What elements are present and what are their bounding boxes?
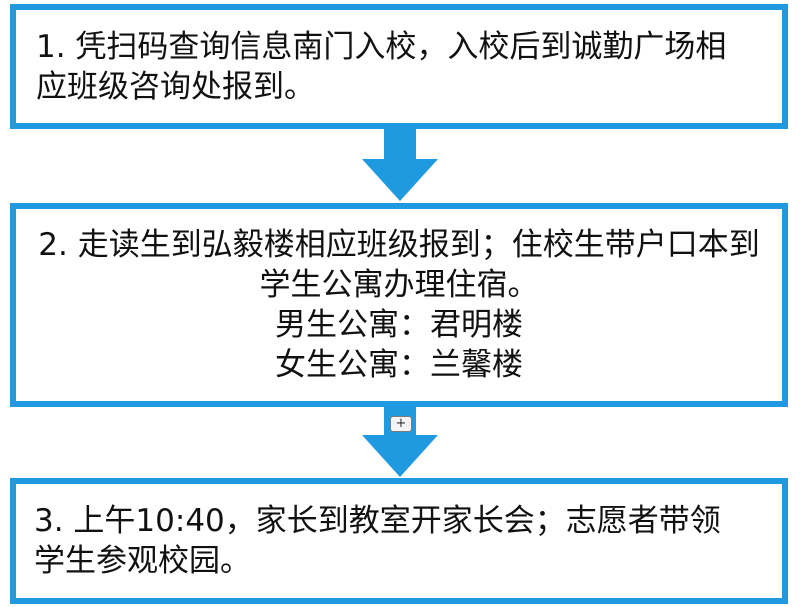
step-2-line-3: 男生公寓：君明楼 [275, 307, 523, 343]
step-1-box: 1. 凭扫码查询信息南门入校，入校后到诚勤广场相 应班级咨询处报到。 [10, 4, 788, 129]
step-2-line-1: 2. 走读生到弘毅楼相应班级报到；住校生带户口本到 [38, 227, 760, 263]
step-3-line-1: 3. 上午10:40，家长到教室开家长会；志愿者带领 [34, 503, 721, 539]
step-1-line-2: 应班级咨询处报到。 [36, 68, 315, 105]
add-button[interactable]: + [390, 416, 412, 432]
step-2-line-4: 女生公寓：兰馨楼 [275, 347, 523, 383]
step-2-line-2: 学生公寓办理住宿。 [259, 267, 539, 303]
arrow-down-icon [362, 407, 438, 477]
step-3-line-2: 学生参观校园。 [34, 543, 251, 579]
step-2-box: 2. 走读生到弘毅楼相应班级报到；住校生带户口本到 学生公寓办理住宿。 男生公寓… [10, 203, 788, 407]
step-3-box: 3. 上午10:40，家长到教室开家长会；志愿者带领 学生参观校园。 [10, 478, 788, 604]
step-1-line-1: 1. 凭扫码查询信息南门入校，入校后到诚勤广场相 [36, 28, 727, 65]
arrow-down-icon [362, 129, 438, 201]
